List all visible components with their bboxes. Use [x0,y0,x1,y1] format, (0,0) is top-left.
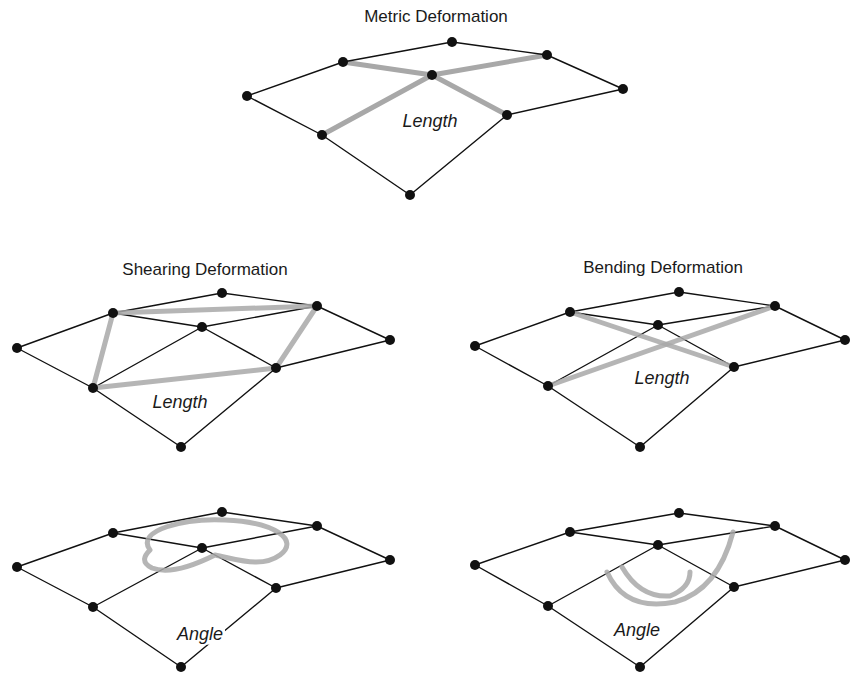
panel-title: Metric Deformation [364,7,508,27]
angle-label: Angle [612,620,662,641]
panel-title: Shearing Deformation [122,260,287,280]
highlight-lines [322,55,547,135]
length-label: Length [400,111,459,132]
mesh-lines [247,42,623,195]
mesh-vertices [12,37,850,672]
angle-label: Angle [175,624,225,645]
length-label: Length [150,392,209,413]
length-label: Length [632,368,691,389]
panel-title: Bending Deformation [583,258,743,278]
